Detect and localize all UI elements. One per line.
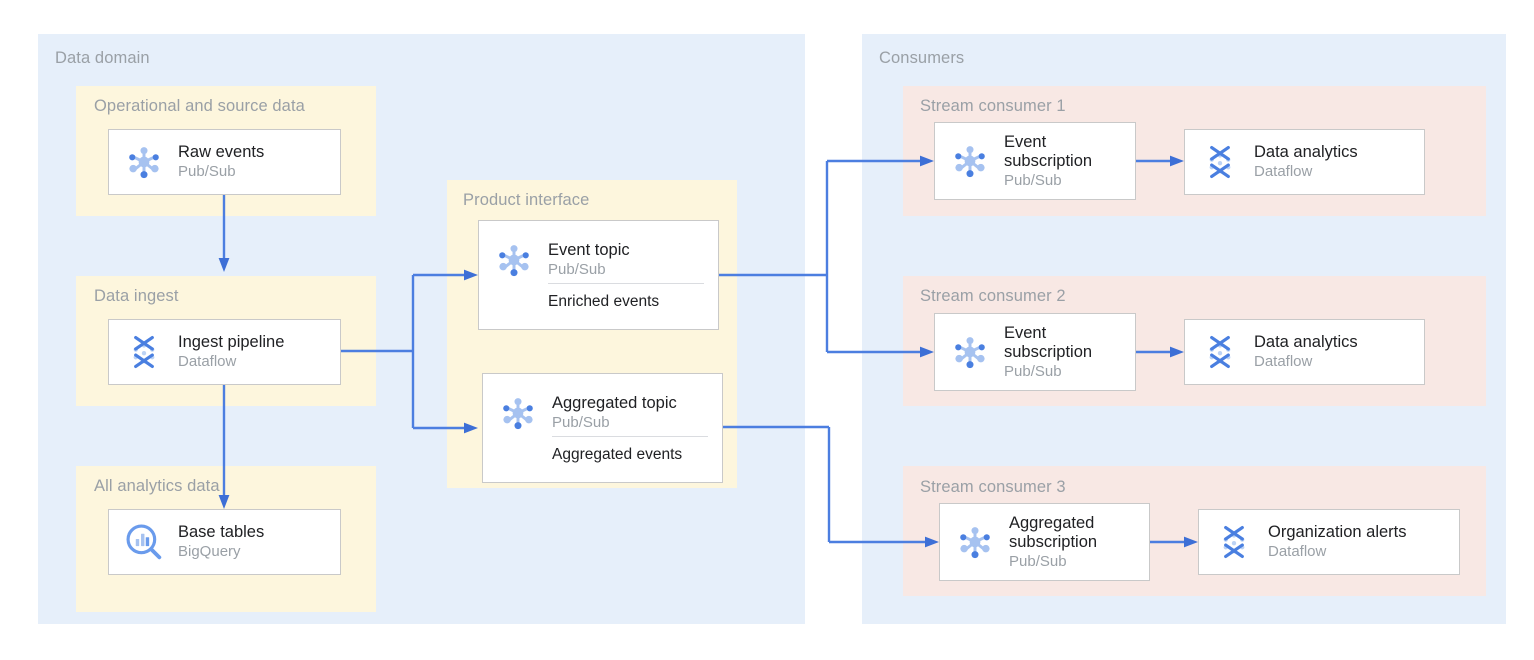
card-data-analytics-2-body: Data analytics Dataflow — [1185, 331, 1424, 373]
pubsub-icon — [493, 239, 535, 281]
card-aggregated-subscription-subtitle: Pub/Sub — [1009, 552, 1067, 570]
pubsub-icon — [949, 331, 991, 373]
card-raw-events-title: Raw events — [178, 143, 265, 161]
group-data-domain-label: Data domain — [55, 49, 150, 67]
card-event-subscription-2-text: Event subscription Pub/Sub — [1004, 324, 1092, 381]
pubsub-icon — [497, 392, 539, 434]
card-data-analytics-1-body: Data analytics Dataflow — [1185, 141, 1424, 183]
card-data-analytics-1-title: Data analytics — [1254, 143, 1358, 161]
card-aggregated-topic-subtitle: Pub/Sub — [552, 414, 610, 431]
card-organization-alerts-body: Organization alerts Dataflow — [1199, 521, 1459, 563]
card-organization-alerts-subtitle: Dataflow — [1268, 543, 1327, 560]
group-stream-consumer-1-label: Stream consumer 1 — [920, 97, 1066, 115]
group-all-analytics-data-label: All analytics data — [94, 477, 220, 495]
card-organization-alerts-text: Organization alerts Dataflow — [1268, 523, 1407, 561]
card-ingest-pipeline-text: Ingest pipeline Dataflow — [178, 333, 284, 371]
card-aggregated-topic-body: Aggregated topic Pub/Sub — [483, 392, 722, 436]
card-organization-alerts-title: Organization alerts — [1268, 523, 1407, 541]
card-event-topic-footer: Enriched events — [548, 283, 704, 311]
card-raw-events[interactable]: Raw events Pub/Sub — [108, 129, 341, 195]
card-raw-events-body: Raw events Pub/Sub — [109, 141, 340, 183]
group-stream-consumer-3-label: Stream consumer 3 — [920, 478, 1066, 496]
card-data-analytics-2[interactable]: Data analytics Dataflow — [1184, 319, 1425, 385]
card-base-tables-text: Base tables BigQuery — [178, 523, 264, 561]
card-event-subscription-2-body: Event subscription Pub/Sub — [935, 324, 1135, 381]
pubsub-icon — [949, 140, 991, 182]
card-aggregated-subscription-title: Aggregated subscription — [1009, 513, 1098, 551]
card-event-subscription-1-subtitle: Pub/Sub — [1004, 171, 1062, 189]
card-event-topic-title: Event topic — [548, 241, 630, 259]
group-data-ingest-label: Data ingest — [94, 287, 179, 305]
card-event-subscription-1-title: Event subscription — [1004, 132, 1093, 170]
bigquery-icon — [123, 521, 165, 563]
card-ingest-pipeline-title: Ingest pipeline — [178, 333, 285, 351]
card-aggregated-subscription-body: Aggregated subscription Pub/Sub — [940, 514, 1149, 571]
card-event-topic-text: Event topic Pub/Sub — [548, 241, 630, 279]
group-consumers-label: Consumers — [879, 49, 965, 67]
card-data-analytics-2-title: Data analytics — [1254, 333, 1358, 351]
card-data-analytics-1[interactable]: Data analytics Dataflow — [1184, 129, 1425, 195]
card-aggregated-topic-title: Aggregated topic — [552, 394, 677, 412]
card-organization-alerts[interactable]: Organization alerts Dataflow — [1198, 509, 1460, 575]
card-aggregated-subscription-text: Aggregated subscription Pub/Sub — [1009, 514, 1097, 571]
card-ingest-pipeline-subtitle: Dataflow — [178, 353, 237, 370]
card-aggregated-topic-text: Aggregated topic Pub/Sub — [552, 394, 677, 432]
card-event-subscription-2[interactable]: Event subscription Pub/Sub — [934, 313, 1136, 391]
dataflow-icon — [1199, 141, 1241, 183]
card-data-analytics-1-text: Data analytics Dataflow — [1254, 143, 1358, 181]
card-aggregated-topic[interactable]: Aggregated topic Pub/Sub Aggregated even… — [482, 373, 723, 483]
card-event-subscription-1-text: Event subscription Pub/Sub — [1004, 133, 1092, 190]
card-aggregated-topic-footer: Aggregated events — [552, 436, 708, 464]
card-base-tables-title: Base tables — [178, 523, 265, 541]
card-data-analytics-1-subtitle: Dataflow — [1254, 163, 1313, 180]
group-operational-source-data-label: Operational and source data — [94, 97, 305, 115]
card-data-analytics-2-text: Data analytics Dataflow — [1254, 333, 1358, 371]
card-event-topic-body: Event topic Pub/Sub — [479, 239, 718, 283]
card-raw-events-text: Raw events Pub/Sub — [178, 143, 264, 181]
pubsub-icon — [954, 521, 996, 563]
pubsub-icon — [123, 141, 165, 183]
card-base-tables-subtitle: BigQuery — [178, 543, 241, 560]
card-ingest-pipeline[interactable]: Ingest pipeline Dataflow — [108, 319, 341, 385]
card-aggregated-subscription[interactable]: Aggregated subscription Pub/Sub — [939, 503, 1150, 581]
card-event-topic-subtitle: Pub/Sub — [548, 261, 606, 278]
card-raw-events-subtitle: Pub/Sub — [178, 163, 236, 180]
dataflow-icon — [1213, 521, 1255, 563]
card-event-subscription-2-subtitle: Pub/Sub — [1004, 362, 1062, 380]
card-base-tables[interactable]: Base tables BigQuery — [108, 509, 341, 575]
card-data-analytics-2-subtitle: Dataflow — [1254, 353, 1313, 370]
card-event-subscription-1[interactable]: Event subscription Pub/Sub — [934, 122, 1136, 200]
group-stream-consumer-2-label: Stream consumer 2 — [920, 287, 1066, 305]
group-product-interface-label: Product interface — [463, 191, 590, 209]
dataflow-icon — [123, 331, 165, 373]
card-ingest-pipeline-body: Ingest pipeline Dataflow — [109, 331, 340, 373]
card-base-tables-body: Base tables BigQuery — [109, 521, 340, 563]
card-event-subscription-1-body: Event subscription Pub/Sub — [935, 133, 1135, 190]
card-event-subscription-2-title: Event subscription — [1004, 323, 1093, 361]
card-event-topic[interactable]: Event topic Pub/Sub Enriched events — [478, 220, 719, 330]
dataflow-icon — [1199, 331, 1241, 373]
